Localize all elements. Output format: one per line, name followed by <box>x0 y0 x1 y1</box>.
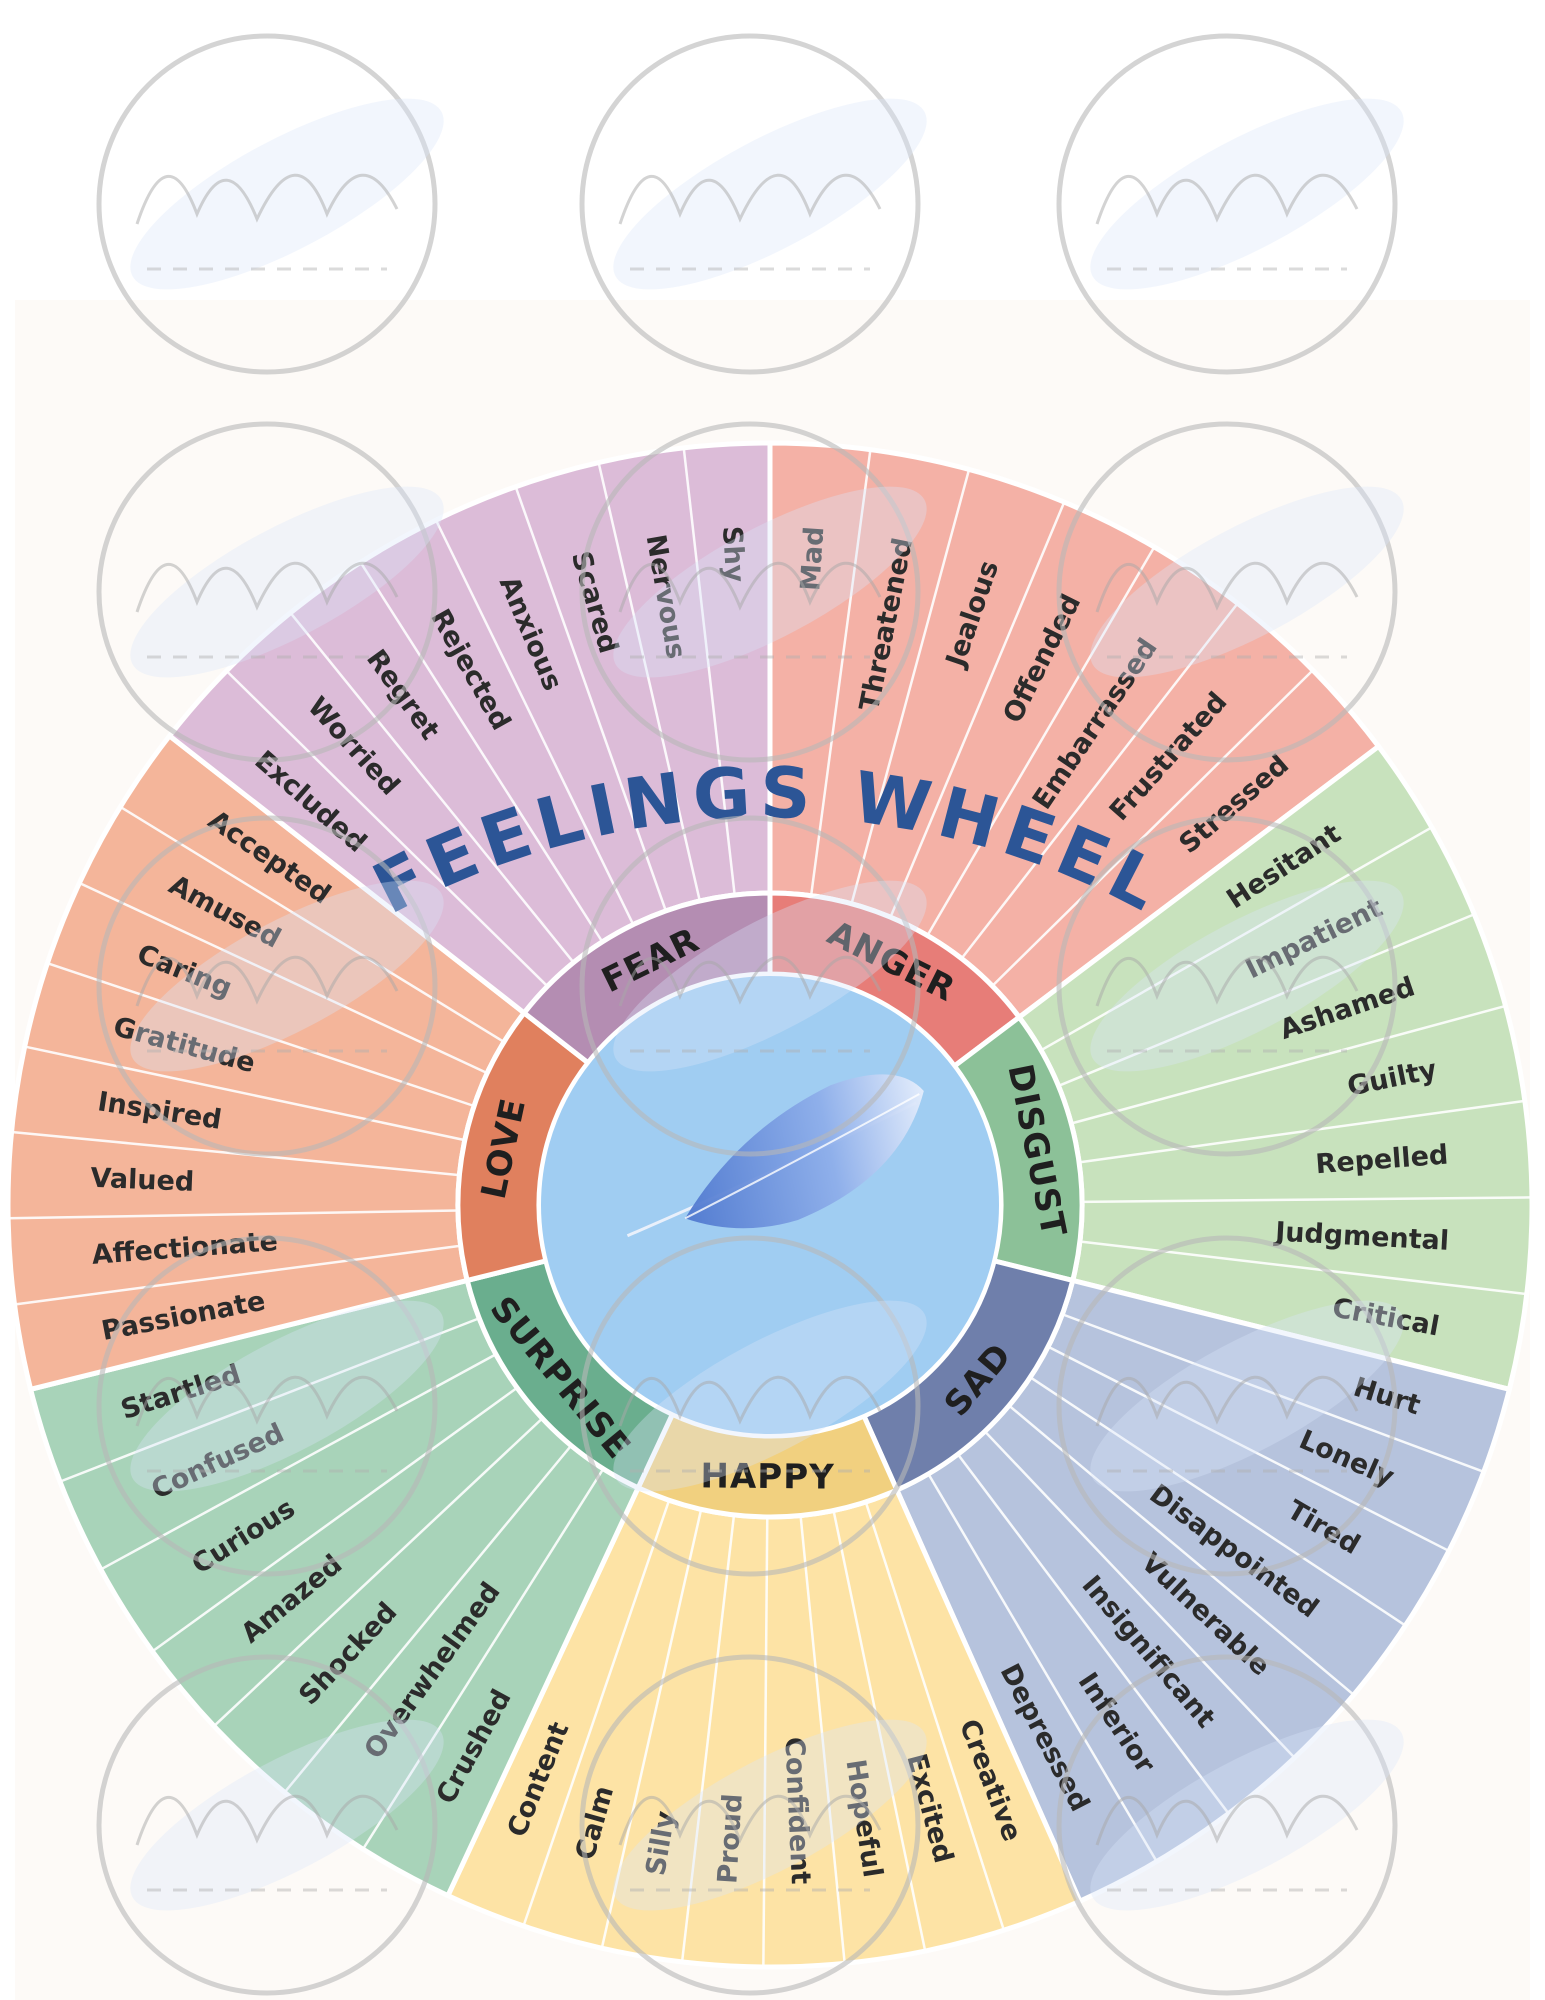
slice-divider <box>514 486 668 912</box>
watermark-logo <box>96 1654 444 1996</box>
slice-divider <box>991 669 1314 987</box>
slice-divider <box>1029 1376 1407 1627</box>
feeling-valued[interactable]: Valued <box>90 1163 195 1198</box>
slice-divider <box>119 805 505 1044</box>
watermark-logo <box>579 421 927 763</box>
watermark-logo <box>1056 815 1404 1157</box>
slice-divider <box>926 546 1156 937</box>
slice-divider <box>1047 1345 1450 1553</box>
slice-divider <box>289 612 575 964</box>
slice-divider <box>983 1430 1296 1759</box>
slice-divider <box>1081 1196 1532 1204</box>
slice-divider <box>283 1444 573 1794</box>
watermark-logo <box>579 815 927 1157</box>
slice-divider <box>960 602 1239 960</box>
slice-divider <box>1078 1099 1526 1164</box>
slice-divider <box>956 1453 1230 1815</box>
slice-divider <box>809 449 872 896</box>
slice-divider <box>1040 826 1433 1052</box>
watermark-logo <box>1056 421 1404 763</box>
feeling-proud[interactable]: Proud <box>712 1793 749 1885</box>
slice-divider <box>864 1501 1006 1931</box>
category-happy[interactable]: HAPPY <box>700 1456 835 1497</box>
slice-divider <box>14 1244 461 1306</box>
slice-divider <box>359 561 604 943</box>
watermark-logo <box>96 421 444 763</box>
watermark-logo <box>1056 33 1404 375</box>
watermark-logo <box>579 1654 927 1996</box>
slice-divider <box>889 501 1066 918</box>
slice-divider <box>1061 1313 1485 1474</box>
watermark-logo <box>96 33 444 375</box>
slice-divider <box>850 469 971 905</box>
slice-divider <box>1079 1240 1527 1296</box>
center-circle <box>537 972 1003 1438</box>
feather-icon <box>626 1074 924 1238</box>
wheel-sectors <box>5 440 1535 1970</box>
watermark-logo <box>96 815 444 1157</box>
slice-divider <box>1057 913 1475 1088</box>
slice-divider <box>361 1468 605 1850</box>
slice-divider <box>1070 1004 1506 1125</box>
slice-divider <box>597 462 702 902</box>
slice-divider <box>762 1516 769 1967</box>
slice-divider <box>799 1515 846 1964</box>
watermark-logo <box>579 33 927 375</box>
slice-divider <box>680 1514 736 1963</box>
slice-divider <box>522 1499 671 1927</box>
slice-divider <box>225 670 549 988</box>
watermark-logo <box>1056 1654 1404 1996</box>
slice-divider <box>151 1386 518 1653</box>
watermark-logo <box>579 1235 927 1577</box>
slice-divider <box>100 1353 497 1571</box>
watermark-logo <box>1056 1235 1404 1577</box>
slice-divider <box>434 519 635 926</box>
slice-divider <box>8 1209 459 1220</box>
watermark-layer <box>96 33 1404 1996</box>
outer-rim <box>6 441 1534 1969</box>
watermark-logo <box>96 1235 444 1577</box>
slice-divider <box>927 1473 1158 1863</box>
slice-divider <box>78 881 488 1075</box>
slice-divider <box>600 1509 703 1949</box>
slice-divider <box>213 1417 544 1727</box>
slice-divider <box>24 1045 466 1142</box>
